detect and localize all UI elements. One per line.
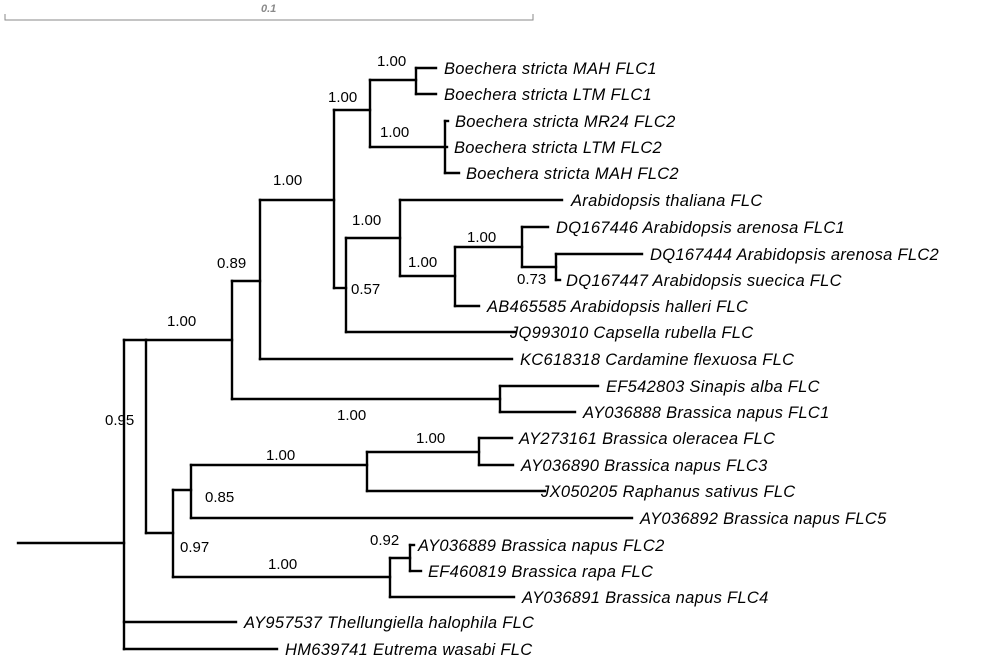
support-value: 0.57 <box>351 281 380 298</box>
taxon-label: AY273161 Brassica oleracea FLC <box>518 430 775 448</box>
taxon-label: DQ167444 Arabidopsis arenosa FLC2 <box>650 246 939 264</box>
taxon-label: AY036888 Brassica napus FLC1 <box>582 404 830 422</box>
taxon-label: Boechera stricta MAH FLC2 <box>466 165 679 183</box>
support-value: 1.00 <box>266 447 295 464</box>
scale-bar-label: 0.1 <box>261 3 276 15</box>
support-value: 1.00 <box>408 254 437 271</box>
taxon-label: Boechera stricta LTM FLC1 <box>444 86 652 104</box>
taxon-label: AY036890 Brassica napus FLC3 <box>520 457 768 475</box>
taxon-label: AY036891 Brassica napus FLC4 <box>521 589 769 607</box>
support-value: 1.00 <box>337 407 366 424</box>
taxon-label: JX050205 Raphanus sativus FLC <box>540 483 796 501</box>
tree-branches <box>16 66 644 651</box>
support-value: 1.00 <box>416 430 445 447</box>
taxon-label: HM639741 Eutrema wasabi FLC <box>285 641 532 659</box>
support-value: 0.89 <box>217 255 246 272</box>
taxon-label: AB465585 Arabidopsis halleri FLC <box>486 298 748 316</box>
support-value: 1.00 <box>268 556 297 573</box>
taxon-label: AY036892 Brassica napus FLC5 <box>639 510 887 528</box>
taxon-labels: Boechera stricta MAH FLC1 Boechera stric… <box>243 60 939 659</box>
support-value: 1.00 <box>328 89 357 106</box>
support-value: 0.95 <box>105 412 134 429</box>
taxon-label: EF460819 Brassica rapa FLC <box>428 563 653 581</box>
taxon-label: AY036889 Brassica napus FLC2 <box>417 537 665 555</box>
support-value: 1.00 <box>167 313 196 330</box>
taxon-label: EF542803 Sinapis alba FLC <box>606 378 820 396</box>
support-value: 1.00 <box>380 124 409 141</box>
taxon-label: DQ167447 Arabidopsis suecica FLC <box>566 272 842 290</box>
taxon-label: Boechera stricta LTM FLC2 <box>454 139 662 157</box>
taxon-label: AY957537 Thellungiella halophila FLC <box>243 614 534 632</box>
support-value: 1.00 <box>273 172 302 189</box>
taxon-label: Arabidopsis thaliana FLC <box>570 192 763 210</box>
taxon-label: JQ993010 Capsella rubella FLC <box>509 324 754 342</box>
taxon-label: KC618318 Cardamine flexuosa FLC <box>520 351 794 369</box>
taxon-label: Boechera stricta MR24 FLC2 <box>455 113 676 131</box>
scale-bar: 0.1 <box>4 3 534 21</box>
support-values: 1.00 1.00 1.00 1.00 1.00 1.00 0.89 1.00 … <box>105 53 546 573</box>
taxon-label: DQ167446 Arabidopsis arenosa FLC1 <box>556 219 845 237</box>
support-value: 0.73 <box>517 271 546 288</box>
support-value: 1.00 <box>467 229 496 246</box>
taxon-label: Boechera stricta MAH FLC1 <box>444 60 657 78</box>
support-value: 1.00 <box>352 212 381 229</box>
support-value: 0.92 <box>370 532 399 549</box>
support-value: 0.85 <box>205 489 234 506</box>
support-value: 1.00 <box>377 53 406 70</box>
support-value: 0.97 <box>180 539 209 556</box>
